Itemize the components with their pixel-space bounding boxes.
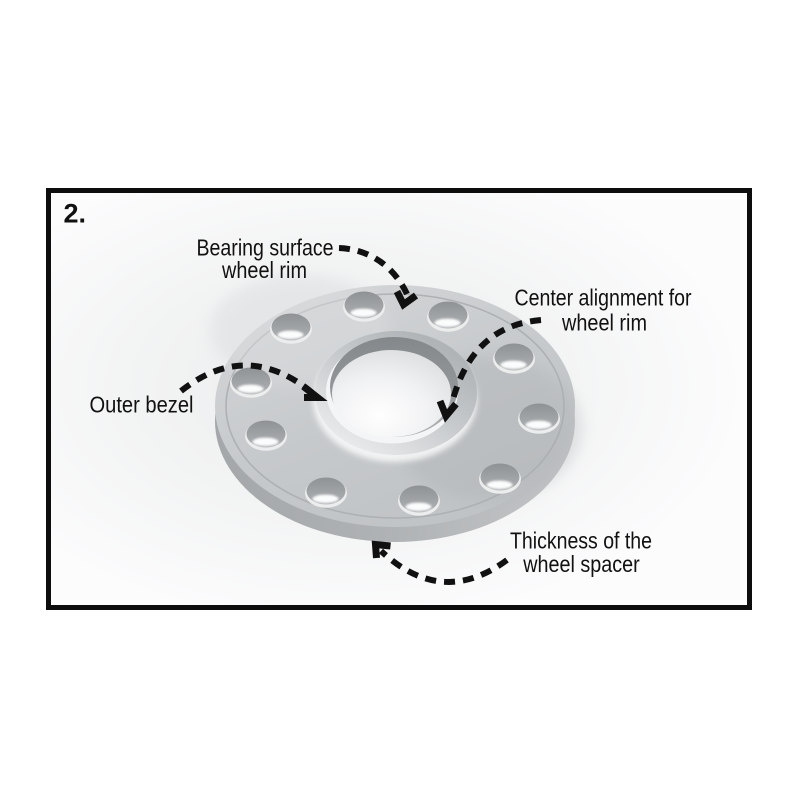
svg-text:wheel rim: wheel rim [221,257,307,283]
svg-text:Thickness of the: Thickness of the [510,528,652,554]
svg-text:Center alignment for: Center alignment for [515,285,692,311]
svg-text:wheel spacer: wheel spacer [522,551,640,577]
svg-text:Bearing surface: Bearing surface [197,235,334,261]
svg-text:2.: 2. [64,199,87,229]
svg-text:Outer bezel: Outer bezel [90,392,194,418]
svg-text:wheel rim: wheel rim [561,310,647,336]
